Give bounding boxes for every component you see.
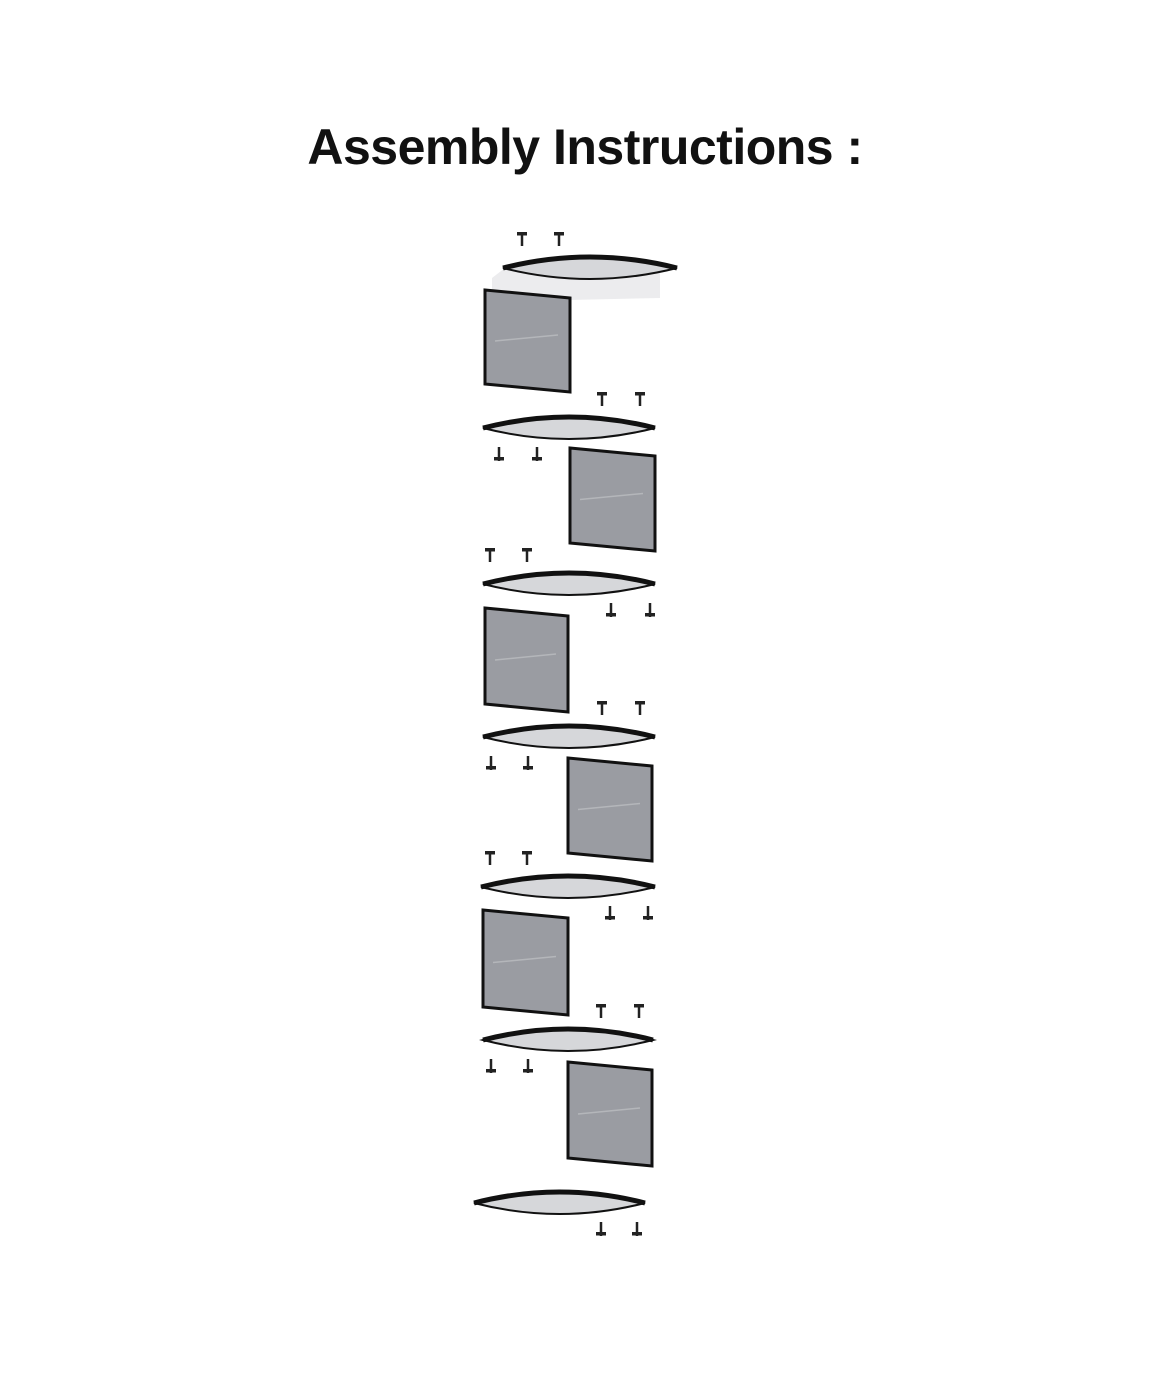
screw-icon (643, 906, 653, 920)
screw-icon (522, 548, 532, 562)
screw-icon (634, 1004, 644, 1018)
side-panel (481, 908, 570, 1017)
screw-icon (554, 232, 564, 246)
screw-icon (485, 548, 495, 562)
screw-icon (597, 392, 607, 406)
shelf-rim (482, 414, 656, 431)
screw-icon (485, 851, 495, 865)
screw-icon (486, 1059, 496, 1073)
screw-icon (494, 447, 504, 461)
side-panel (566, 1060, 654, 1168)
screw-icon (632, 1222, 642, 1236)
screw-icon (517, 232, 527, 246)
screw-icon (597, 701, 607, 715)
screw-icon (522, 851, 532, 865)
screw-icon (606, 603, 616, 617)
shelf-rim (502, 254, 678, 271)
screw-icon (486, 756, 496, 770)
screw-icon (523, 1059, 533, 1073)
side-panel (568, 446, 657, 553)
screw-icon (635, 392, 645, 406)
panel-highlight (579, 492, 644, 501)
shelf-rim (482, 570, 656, 587)
panel-highlight (494, 334, 559, 342)
shelf-rim (482, 1026, 654, 1043)
screw-icon (596, 1004, 606, 1018)
panel-highlight (577, 1107, 641, 1115)
shelf-rim (473, 1189, 646, 1206)
screw-icon (523, 756, 533, 770)
screw-icon (635, 701, 645, 715)
shelf-rim (480, 873, 656, 890)
screw-icon (605, 906, 615, 920)
panel-highlight (494, 653, 557, 661)
panel-highlight (492, 955, 557, 964)
shelf-rim (482, 723, 656, 740)
screw-icon (532, 447, 542, 461)
screw-icon (645, 603, 655, 617)
side-panel (483, 288, 572, 394)
side-panel (483, 606, 570, 714)
page-title: Assembly Instructions : (307, 119, 863, 175)
panel-highlight (577, 802, 641, 811)
side-panel (566, 756, 654, 863)
screw-icon (596, 1222, 606, 1236)
